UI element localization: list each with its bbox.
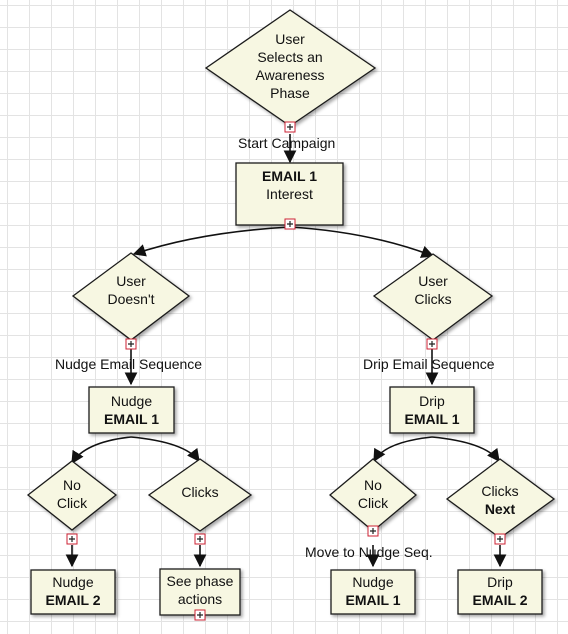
- node-no-click-left-text: No Click: [42, 476, 102, 512]
- node-drip-email1-text: Drip EMAIL 1: [390, 392, 474, 428]
- node-text-line: Nudge: [352, 574, 394, 590]
- expand-icon[interactable]: [494, 533, 506, 545]
- node-see-phase-text: See phase actions: [160, 572, 240, 608]
- node-root-text: User Selects an Awareness Phase: [230, 30, 350, 102]
- edge-drip-to-clicks-next: [431, 436, 500, 463]
- node-text-line: No: [364, 477, 382, 493]
- node-text-line: EMAIL 1: [262, 168, 317, 184]
- process-drip-email2[interactable]: [457, 569, 543, 615]
- node-text-line: EMAIL 2: [45, 592, 101, 608]
- node-text-line: EMAIL 1: [404, 411, 460, 427]
- node-user-doesnt-text: User Doesn't: [81, 272, 181, 308]
- process-nudge-email1[interactable]: [88, 386, 175, 434]
- node-text-line: Nudge: [110, 393, 153, 409]
- connectors: [65, 134, 507, 568]
- node-text-line: actions: [177, 591, 223, 607]
- process-see-phase[interactable]: [159, 568, 241, 616]
- node-text-line: Doesn't: [107, 291, 155, 307]
- edge-nudge-to-clicks: [130, 436, 200, 463]
- expand-icon[interactable]: [194, 533, 206, 545]
- expand-icon[interactable]: [125, 338, 137, 350]
- node-nudge-email2-text: Nudge EMAIL 2: [31, 573, 115, 609]
- node-drip-email2-text: Drip EMAIL 2: [458, 573, 542, 609]
- edge-nudge-to-no-click: [71, 436, 132, 465]
- edge-label-nudge-sequence: Nudge Email Sequence: [55, 356, 203, 372]
- node-clicks-next-text: Clicks Next: [460, 482, 540, 518]
- node-text-line: User: [116, 273, 146, 289]
- node-text-line: See phase: [166, 573, 234, 589]
- node-text-line: User: [418, 273, 448, 289]
- decision-clicks-left[interactable]: [147, 458, 253, 532]
- node-text-line: Interest: [266, 186, 313, 202]
- node-text-line: Clicks: [481, 483, 519, 499]
- process-nudge-email2[interactable]: [30, 569, 116, 615]
- node-text-line: EMAIL 1: [104, 411, 159, 427]
- expand-toggles: [66, 121, 506, 621]
- node-no-click-right-text: No Click: [343, 476, 403, 512]
- node-text-line: EMAIL 1: [345, 592, 401, 608]
- node-text-line: User: [275, 31, 305, 47]
- node-text-line: Click: [357, 495, 389, 511]
- node-text-line: Clicks: [181, 484, 219, 500]
- process-drip-email1[interactable]: [389, 386, 475, 434]
- node-text-line: EMAIL 2: [472, 592, 528, 608]
- expand-icon[interactable]: [284, 121, 296, 133]
- edge-label-drip-sequence: Drip Email Sequence: [363, 356, 495, 372]
- node-text-line: Selects an: [257, 49, 323, 65]
- node-text-line: Drip: [487, 574, 513, 590]
- node-text-line: Phase: [270, 85, 310, 101]
- node-text-line: Clicks: [414, 291, 452, 307]
- decision-no-click-left[interactable]: [26, 460, 118, 531]
- node-email1-text: EMAIL 1 Interest: [236, 167, 343, 203]
- node-text-line: No: [63, 477, 81, 493]
- node-user-clicks-text: User Clicks: [383, 272, 483, 308]
- node-text-line: Drip: [419, 393, 445, 409]
- edge-label-start-campaign: Start Campaign: [238, 135, 336, 151]
- node-text-line: Awareness: [255, 67, 325, 83]
- node-nudge-email1-b-text: Nudge EMAIL 1: [331, 573, 415, 609]
- node-nudge-email1-text: Nudge EMAIL 1: [89, 392, 174, 428]
- expand-icon[interactable]: [426, 338, 438, 350]
- node-text-line: Nudge: [52, 574, 94, 590]
- process-email1[interactable]: [235, 162, 344, 226]
- edge-email1-to-user-doesnt: [132, 226, 291, 257]
- process-nudge-email1-b[interactable]: [330, 569, 416, 615]
- node-text-line: Click: [56, 495, 88, 511]
- expand-icon[interactable]: [367, 525, 379, 537]
- expand-icon[interactable]: [194, 609, 206, 621]
- edge-email1-to-user-clicks: [289, 226, 435, 258]
- expand-icon[interactable]: [66, 533, 78, 545]
- node-text-line: Next: [484, 501, 516, 517]
- expand-icon[interactable]: [284, 218, 296, 230]
- edge-drip-to-no-click: [373, 436, 433, 463]
- edge-label-move-to-nudge: Move to Nudge Seq.: [305, 544, 433, 560]
- node-clicks-left-text: Clicks: [165, 483, 235, 501]
